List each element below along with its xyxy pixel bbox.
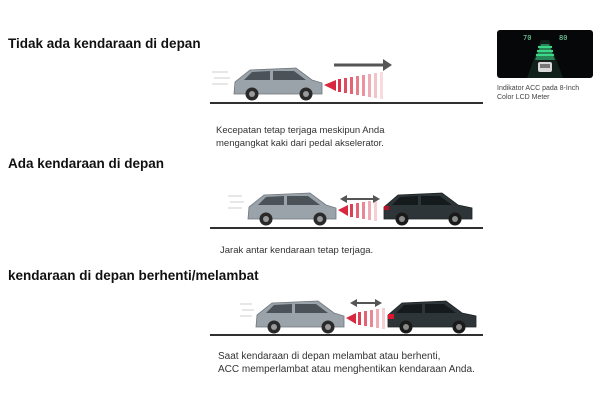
section-1-illustration <box>212 59 392 101</box>
caption-line: ACC memperlambat atau menghentikan kenda… <box>218 364 475 375</box>
section-2-caption: Jarak antar kendaraan tetap terjaga. <box>220 244 373 257</box>
lead-car <box>387 300 477 334</box>
section-2-illustration <box>228 192 473 226</box>
speed-lines <box>228 195 244 209</box>
own-car <box>247 192 337 226</box>
own-car <box>255 300 345 334</box>
speed-lines <box>212 71 230 85</box>
own-car <box>233 67 323 101</box>
road-1 <box>210 102 483 104</box>
lead-car <box>383 192 473 226</box>
caption-line: Kecepatan tetap terjaga meskipun Anda <box>216 125 385 136</box>
road-3 <box>210 334 483 336</box>
distance-arrow <box>350 299 382 307</box>
road-2 <box>210 227 483 229</box>
caption-line: mengangkat kaki dari pedal akselerator. <box>216 138 384 149</box>
section-1-heading: Tidak ada kendaraan di depan <box>8 36 201 51</box>
indicator-caption: Indikator ACC pada 8-Inch Color LCD Mete… <box>497 84 597 102</box>
radar-beam <box>324 72 383 99</box>
section-1-caption: Kecepatan tetap terjaga meskipun Anda me… <box>216 124 384 150</box>
caption-line: Saat kendaraan di depan melambat atau be… <box>218 351 441 362</box>
section-3-heading: kendaraan di depan berhenti/melambat <box>8 268 259 283</box>
caption-line: Color LCD Meter <box>497 94 550 101</box>
acc-display-graphic <box>527 40 563 78</box>
radar-beam <box>338 200 377 221</box>
speed-lines <box>240 303 254 317</box>
acc-indicator-screen: 70 80 <box>497 30 593 78</box>
section-3-caption: Saat kendaraan di depan melambat atau be… <box>218 350 475 376</box>
distance-arrow <box>340 195 380 203</box>
speed-readout-left: 70 <box>523 34 532 42</box>
section-2-heading: Ada kendaraan di depan <box>8 156 165 171</box>
caption-line: Indikator ACC pada 8-Inch <box>497 85 580 92</box>
speed-readout-right: 80 <box>559 34 568 42</box>
section-3-illustration <box>240 299 477 334</box>
caption-line: Jarak antar kendaraan tetap terjaga. <box>220 245 374 256</box>
radar-beam <box>346 308 385 329</box>
forward-arrow <box>334 59 392 71</box>
